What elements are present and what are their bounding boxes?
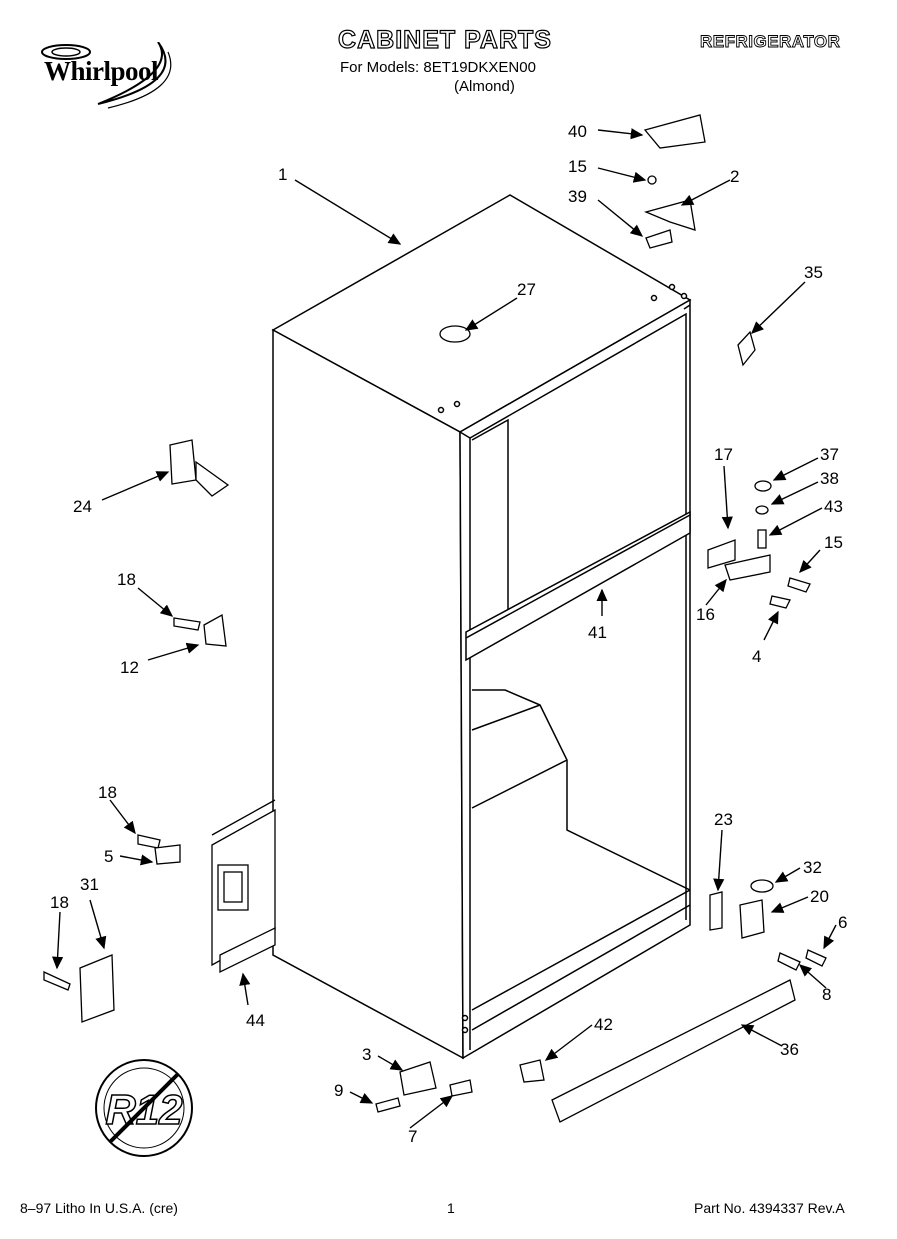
footer-litho: 8–97 Litho In U.S.A. (cre) (20, 1200, 178, 1216)
callout-20: 20 (810, 887, 829, 906)
left-side-panel (211, 799, 276, 974)
part-8-screw (777, 952, 801, 971)
whirlpool-swirl-icon (41, 41, 172, 109)
callout-3: 3 (362, 1045, 371, 1064)
part-43-pin (757, 529, 767, 549)
part-18-screw-a (173, 617, 201, 631)
part-27-plug (439, 325, 471, 343)
part-38-bushing (755, 505, 769, 515)
part-42-clip (519, 1059, 545, 1083)
part-20-hinge (739, 899, 765, 939)
callout-9: 9 (334, 1081, 343, 1100)
part-24-bumper (169, 439, 197, 485)
callout-5: 5 (104, 847, 113, 866)
part-6-bolt (805, 949, 827, 967)
callout-23: 23 (714, 810, 733, 829)
footer-page-number: 1 (447, 1200, 455, 1216)
part-15-screw (647, 175, 657, 185)
callout-27: 27 (517, 280, 536, 299)
part-3-hinge (399, 1061, 437, 1096)
callout-40: 40 (568, 122, 587, 141)
part-36-grille (551, 979, 796, 1123)
part-16-hinge (724, 554, 771, 581)
leader-lines (52, 128, 837, 1129)
callout-42: 42 (594, 1015, 613, 1034)
part-12-bracket (203, 613, 227, 647)
callout-35: 35 (804, 263, 823, 282)
callout-7: 7 (408, 1127, 417, 1146)
callout-4: 4 (752, 647, 761, 666)
part-37-washer (754, 480, 772, 492)
appliance-label: REFRIGERATOR (700, 32, 841, 52)
part-39-shim (645, 229, 673, 249)
brand-name: Whirlpool (44, 56, 159, 86)
whirlpool-logo: Whirlpool (38, 41, 188, 112)
callout-12: 12 (120, 658, 139, 677)
part-23-spacer (709, 891, 723, 931)
footer-part-number: Part No. 4394337 Rev.A (694, 1200, 845, 1216)
callout-24: 24 (73, 497, 92, 516)
callout-15: 15 (568, 157, 587, 176)
callout-32: 32 (803, 858, 822, 877)
part-31-cover (79, 954, 115, 1023)
part-40-cover (643, 114, 706, 149)
callout-18-middle: 18 (98, 783, 117, 802)
callout-41: 41 (588, 623, 607, 642)
part-24-stud (195, 460, 230, 497)
part-18-screw-c (43, 970, 71, 991)
callout-6: 6 (838, 913, 847, 932)
part-32-washer (750, 879, 774, 893)
callout-44: 44 (246, 1011, 265, 1030)
callout-18-lower: 18 (50, 893, 69, 912)
callout-43: 43 (824, 497, 843, 516)
part-17-shim (707, 539, 736, 569)
part-7-bolt (449, 1079, 473, 1097)
callout-16: 16 (696, 605, 715, 624)
part-35-plug (737, 330, 756, 367)
callout-15-right: 15 (824, 533, 843, 552)
color-subtitle: (Almond) (454, 78, 515, 95)
part-2-hinge (644, 199, 696, 231)
part-9-screw (375, 1097, 401, 1113)
part-18-screw-b (137, 834, 161, 849)
model-subtitle: For Models: 8ET19DKXEN00 (340, 59, 536, 76)
callout-17: 17 (714, 445, 733, 464)
part-4-bolt (769, 595, 791, 609)
callout-39: 39 (568, 187, 587, 206)
page-title: CABINET PARTS (337, 25, 552, 54)
callout-2: 2 (730, 167, 739, 186)
callout-37: 37 (820, 445, 839, 464)
callout-18-upper: 18 (117, 570, 136, 589)
cabinet-body (271, 194, 692, 1060)
callout-8: 8 (822, 985, 831, 1004)
callout-38: 38 (820, 469, 839, 488)
callout-1: 1 (278, 165, 287, 184)
callout-labels: 1 40 15 2 39 35 27 24 17 37 38 43 15 16 … (50, 122, 847, 1146)
part-5-bracket (154, 844, 181, 865)
callout-36: 36 (780, 1040, 799, 1059)
part-15-bolt (787, 577, 811, 593)
no-r12-symbol: R12 (95, 1059, 193, 1157)
callout-31: 31 (80, 875, 99, 894)
